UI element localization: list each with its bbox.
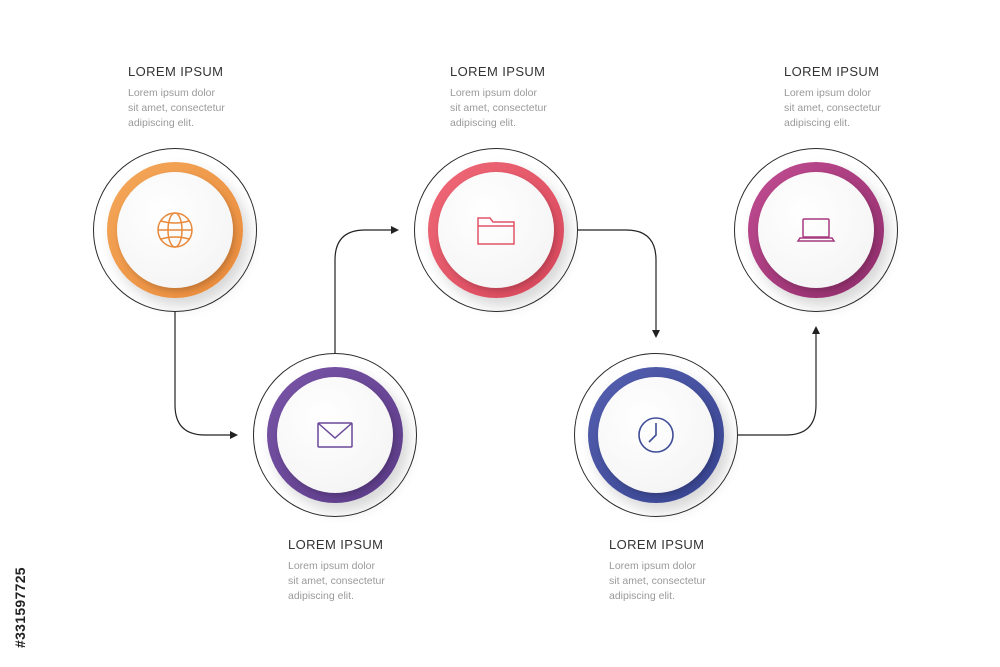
step-2-text: LOREM IPSUM Lorem ipsum dolor sit amet, … xyxy=(288,537,458,604)
inner-disc xyxy=(758,172,874,288)
step-title: LOREM IPSUM xyxy=(784,64,880,79)
step-title: LOREM IPSUM xyxy=(288,537,384,552)
mail-icon xyxy=(313,413,357,457)
inner-disc xyxy=(438,172,554,288)
step-5-text: LOREM IPSUM Lorem ipsum dolor sit amet, … xyxy=(784,64,954,131)
step-description: Lorem ipsum dolor sit amet, consectetur … xyxy=(784,87,881,129)
step-title: LOREM IPSUM xyxy=(450,64,546,79)
clock-icon xyxy=(634,413,678,457)
globe-icon xyxy=(153,208,197,252)
laptop-icon xyxy=(794,208,838,252)
step-4-text: LOREM IPSUM Lorem ipsum dolor sit amet, … xyxy=(609,537,779,604)
step-description: Lorem ipsum dolor sit amet, consectetur … xyxy=(128,87,225,129)
step-3-text: LOREM IPSUM Lorem ipsum dolor sit amet, … xyxy=(450,64,620,131)
connector-2-to-3 xyxy=(334,226,399,354)
step-description: Lorem ipsum dolor sit amet, consectetur … xyxy=(288,560,385,602)
connector-3-to-4 xyxy=(578,229,660,338)
step-description: Lorem ipsum dolor sit amet, consectetur … xyxy=(450,87,547,129)
step-title: LOREM IPSUM xyxy=(609,537,705,552)
folder-icon xyxy=(474,208,518,252)
stock-id-watermark: #331597725 xyxy=(12,567,28,648)
inner-disc xyxy=(277,377,393,493)
connector-1-to-2 xyxy=(174,312,238,439)
step-1-text: LOREM IPSUM Lorem ipsum dolor sit amet, … xyxy=(128,64,298,131)
step-description: Lorem ipsum dolor sit amet, consectetur … xyxy=(609,560,706,602)
connector-4-to-5 xyxy=(737,326,820,436)
step-title: LOREM IPSUM xyxy=(128,64,224,79)
